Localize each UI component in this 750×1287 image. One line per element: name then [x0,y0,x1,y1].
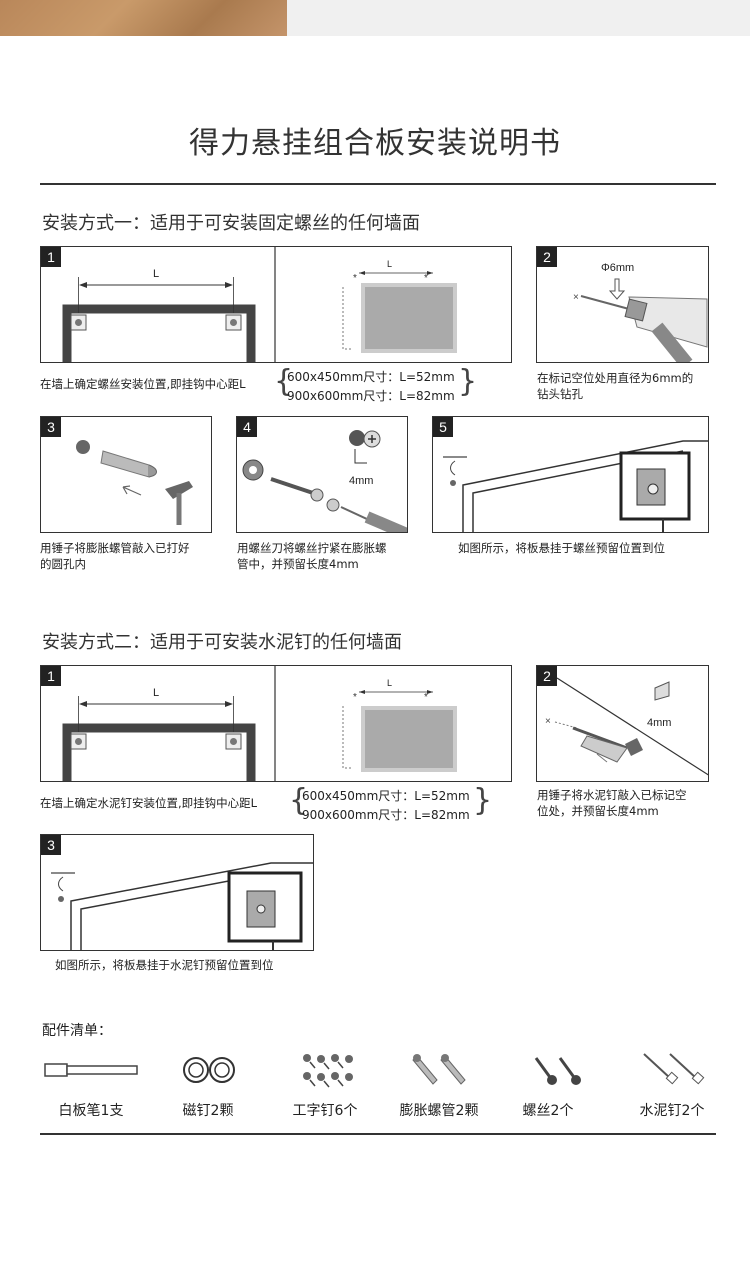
part-label: 工字钉6个 [292,1103,358,1119]
parts-heading: 配件清单： [42,1023,112,1039]
svg-text:L: L [387,259,392,269]
m1-step1-illustration: L L * * [62,247,457,362]
step-number: 5 [433,417,453,437]
length-label: 4mm [647,717,671,729]
step-number: 1 [41,666,61,686]
marker-pen-icon [44,1063,138,1077]
method1-heading: 安装方式一：适用于可安装固定螺丝的任何墙面 [42,213,420,234]
step-number: 2 [537,666,557,686]
part-screw: 螺丝2个 [493,1050,603,1120]
m2-step3-caption: 如图所示，将板悬挂于水泥钉预留位置到位 [55,958,274,972]
m1-step2-caption-1: 在标记空位处用直径为6mm的 [537,371,694,385]
step-number: 3 [41,417,61,437]
m1-step5-caption: 如图所示，将板悬挂于螺丝预留位置到位 [458,541,665,555]
m2-spec-line2: 900x600mm尺寸：L=82mm [302,808,470,822]
part-label: 螺丝2个 [522,1103,574,1119]
hammer-nail-illustration: 4mm × [545,677,708,776]
part-pushpin: 工字钉6个 [270,1050,380,1120]
m1-step2-panel: 2 Φ6mm × [536,246,709,363]
anchor-icon [412,1054,466,1085]
m1-step1-panel: 1 L L * * [40,246,512,363]
hang-board-nail-illustration [51,862,313,950]
m2-step2-caption-1: 用锤子将水泥钉敲入已标记空 [537,788,687,802]
drill-size-label: Φ6mm [601,262,634,274]
m1-spec-line1: 600x450mm尺寸：L=52mm [287,370,455,384]
m1-step4-caption-1: 用螺丝刀将螺丝拧紧在膨胀螺 [237,541,387,555]
step-number: 1 [41,247,61,267]
cork-texture-strip [0,0,287,36]
m1-step4-caption-2: 管中，并预留长度4mm [237,557,359,571]
m2-step1-illustration: L L * * [62,666,457,781]
method2-heading: 安装方式二：适用于可安装水泥钉的任何墙面 [42,632,402,653]
svg-text:*: * [353,273,357,284]
pushpin-icon [303,1054,353,1088]
part-marker: 白板笔1支 [36,1050,146,1120]
title-divider [40,183,716,185]
dimension-label: L [153,268,159,280]
m2-step3-panel: 3 [40,834,314,951]
dimension-label: L [153,687,159,699]
m2-step2-panel: 2 4mm × [536,665,709,782]
svg-text:*: * [353,692,357,703]
drill-illustration: Φ6mm × [573,262,708,362]
m1-spec-line2: 900x600mm尺寸：L=82mm [287,389,455,403]
part-label: 水泥钉2个 [639,1103,705,1119]
magnet-icon [183,1057,235,1083]
part-label: 白板笔1支 [58,1103,124,1119]
svg-text:L: L [387,678,392,688]
right-brace: } [458,364,478,399]
svg-text:×: × [545,716,551,727]
anchor-hammer-illustration [76,440,193,525]
nail-icon [643,1053,705,1085]
m1-step1-caption: 在墙上确定螺丝安装位置,即挂钩中心距L [40,377,246,391]
screw-icon [534,1057,581,1085]
m2-step2-caption-2: 位处，并预留长度4mm [537,804,659,818]
hang-board-illustration [443,440,708,532]
bottom-divider [40,1133,716,1135]
m2-step1-caption: 在墙上确定水泥钉安装位置,即挂钩中心距L [40,796,258,810]
m1-step5-panel: 5 [432,416,709,533]
m1-step3-caption-1: 用锤子将膨胀螺管敲入已打好 [40,541,190,555]
part-anchor: 膨胀螺管2颗 [384,1050,494,1120]
right-brace: } [473,783,493,818]
top-banner [0,0,750,36]
m2-spec-line1: 600x450mm尺寸：L=52mm [302,789,470,803]
svg-text:×: × [573,292,579,303]
svg-text:*: * [424,273,428,284]
part-label: 磁钉2颗 [182,1103,234,1119]
screwdriver-illustration: 4mm [242,430,407,532]
m1-step3-caption-2: 的圆孔内 [40,557,86,571]
svg-text:*: * [424,692,428,703]
part-label: 膨胀螺管2颗 [399,1103,479,1119]
part-nail: 水泥钉2个 [617,1050,727,1120]
step-number: 3 [41,835,61,855]
m1-step4-panel: 4 4mm [236,416,408,533]
m1-step3-panel: 3 [40,416,212,533]
page-title: 得力悬挂组合板安装说明书 [189,126,561,161]
length-label: 4mm [349,475,373,487]
step-number: 4 [237,417,257,437]
left-brace: { [289,783,309,818]
m2-step1-panel: 1 L L * * [40,665,512,782]
step-number: 2 [537,247,557,267]
left-brace: { [274,364,294,399]
m1-step2-caption-2: 钻头钻孔 [537,387,583,401]
part-magnet: 磁钉2颗 [153,1050,263,1120]
